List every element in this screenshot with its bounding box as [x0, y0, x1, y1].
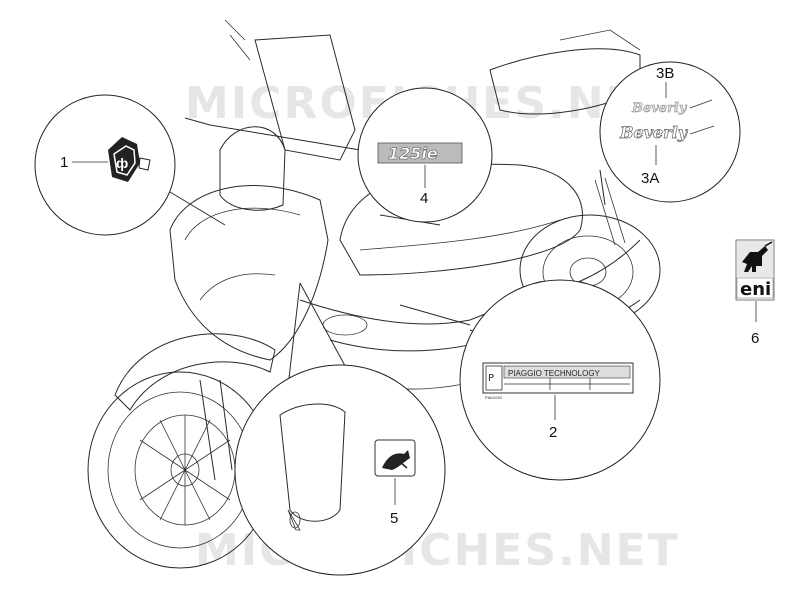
detail-part-6: eni 6	[735, 239, 775, 347]
technology-plate-small-text: PIAGGIO	[485, 395, 502, 400]
technology-plate: P PIAGGIO TECHNOLOGY PIAGGIO	[482, 362, 634, 400]
detail-part-4: 125ie 4	[357, 87, 493, 226]
callout-1: 1	[60, 154, 68, 171]
model-badge-text: 125ie	[388, 144, 438, 163]
callout-5: 5	[390, 510, 398, 527]
detail-part-2: P PIAGGIO TECHNOLOGY PIAGGIO 2	[399, 279, 661, 481]
piaggio-shield-logo-icon: ф	[108, 137, 151, 182]
callout-2: 2	[549, 424, 557, 441]
brand-script-3B: Beverly	[631, 101, 688, 116]
svg-text:ф: ф	[116, 155, 128, 171]
callout-4: 4	[420, 190, 428, 207]
callout-3A: 3A	[641, 170, 659, 187]
brand-script-3A: Beverly	[619, 123, 689, 142]
fuel-brand-text: eni	[740, 279, 771, 300]
detail-part-3: 3B Beverly Beverly 3A	[599, 61, 741, 206]
detail-part-5: 5	[234, 282, 446, 576]
eni-six-legged-dog-icon	[742, 241, 773, 272]
technology-plate-text: PIAGGIO TECHNOLOGY	[508, 369, 601, 378]
svg-text:P: P	[488, 373, 494, 384]
piaggio-wing-emblem-icon	[374, 439, 416, 477]
callout-6: 6	[751, 330, 759, 347]
callout-3B: 3B	[656, 65, 674, 82]
detail-part-1: ф 1	[34, 94, 226, 236]
